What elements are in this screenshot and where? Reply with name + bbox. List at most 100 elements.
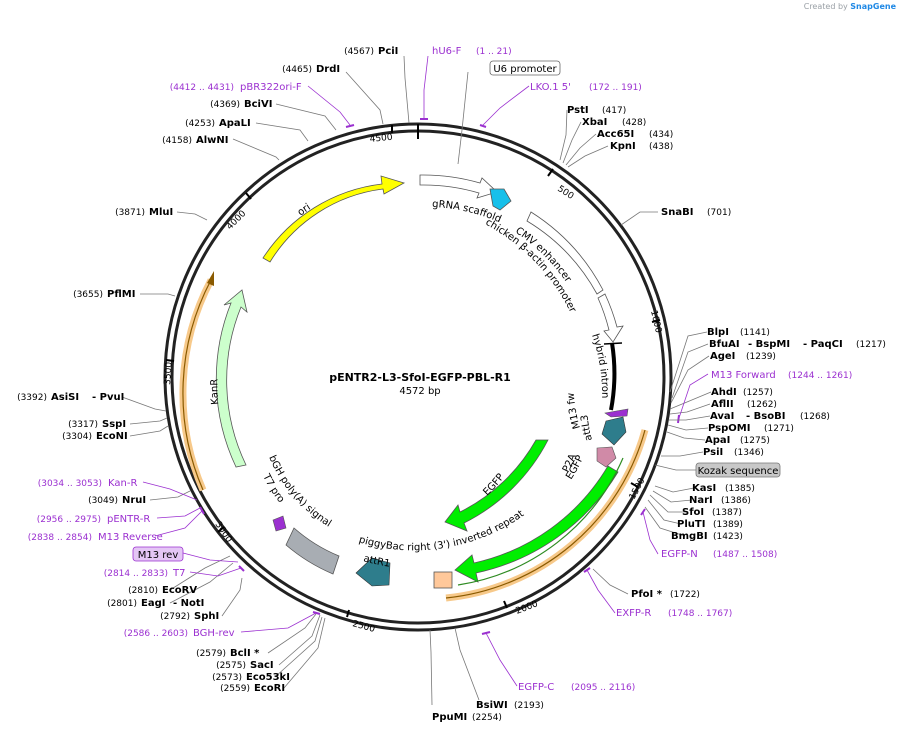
leader-lines xyxy=(121,55,712,706)
tick-2500 xyxy=(346,609,350,618)
leader-asisi xyxy=(121,396,167,412)
leader-m13f xyxy=(678,373,709,419)
tick-3500 xyxy=(165,359,175,362)
site-acc65i-pos: (434) xyxy=(649,130,673,140)
site-asisi-name: AsiSI xyxy=(51,392,79,403)
site-pflmi-pos: (3655) xyxy=(73,290,103,300)
cba-promoter-arrow xyxy=(597,293,624,343)
primer-egfpn-range: (1487 .. 1508) xyxy=(713,550,777,560)
site-nrui-name: NruI xyxy=(122,495,146,506)
tick-label-4500: 4500 xyxy=(369,133,393,145)
primer-lko-range: (172 .. 191) xyxy=(589,83,642,93)
site-drdi-pos: (4465) xyxy=(282,65,312,75)
site-kpni-name: KpnI xyxy=(610,141,636,152)
site-psii-name: PsiI xyxy=(703,447,723,458)
primer-mark-bgh xyxy=(312,611,321,615)
primer-pentrr-name: pENTR-R xyxy=(107,514,150,525)
site-aflii-name: AflII xyxy=(711,399,734,410)
site-bsobi-name: - BsoBI xyxy=(746,411,785,422)
primer-hu6f-name: hU6-F xyxy=(432,46,462,57)
tick-500 xyxy=(547,168,554,177)
site-saci-pos: (2575) xyxy=(216,661,246,671)
site-pflmi-name: PflMI xyxy=(107,289,135,300)
hybrid-intron-bar xyxy=(609,342,617,411)
tick-1000 xyxy=(651,319,661,323)
leader-pentrr xyxy=(156,507,201,519)
leader-kasi xyxy=(654,485,695,493)
tick-label-4000: 4000 xyxy=(225,209,248,232)
leader-kozak xyxy=(654,464,701,471)
primer-mark-t7 xyxy=(238,565,245,572)
site-alwni-name: AlwNI xyxy=(196,135,229,146)
site-ppumi-pos: (2254) xyxy=(472,713,502,723)
leader-alwni xyxy=(232,138,280,161)
ori-arrow xyxy=(262,175,406,263)
primer-t7-name: T7 xyxy=(172,568,185,579)
site-aflii-pos: (1262) xyxy=(747,400,777,410)
site-ecori-pos: (2559) xyxy=(220,684,250,694)
kozak-box xyxy=(695,462,781,478)
site-kpni-pos: (438) xyxy=(649,142,673,152)
primer-hu6f-range: (1 .. 21) xyxy=(476,47,512,57)
plasmid-length: 4572 bp xyxy=(399,386,440,397)
site-ecorv-name: EcoRV xyxy=(162,585,197,596)
site-eco53ki-pos: (2573) xyxy=(212,673,242,683)
leader-pflmi xyxy=(140,293,176,297)
leader-ppumi xyxy=(429,629,433,706)
primer-m13rev-range: (2838 .. 2854) xyxy=(28,533,92,543)
leader-lko xyxy=(482,85,530,126)
site-apali-name: ApaLI xyxy=(219,118,251,129)
primer-labels: hU6-F (1 .. 21) LKO.1 5' (172 .. 191) (4… xyxy=(28,46,853,693)
site-bcli-pos: (2579) xyxy=(196,649,226,659)
primer-kanr-name: Kan-R xyxy=(108,478,137,489)
primer-lko-name: LKO.1 5' xyxy=(530,82,571,93)
primer-pentrr-range: (2956 .. 2975) xyxy=(37,515,101,525)
site-pluti-name: PluTI xyxy=(677,519,705,530)
m13fwd-marker xyxy=(604,408,629,418)
leader-saci xyxy=(278,614,321,666)
leader-exfpr xyxy=(586,569,616,614)
site-pspomi-name: PspOMI xyxy=(708,423,750,434)
site-psti-name: PstI xyxy=(567,105,589,116)
primer-m13rev-name: M13 Reverse xyxy=(98,532,163,543)
attl3-label: attL3 xyxy=(579,414,594,442)
leader-sspi xyxy=(129,417,168,425)
attr1-arrow xyxy=(355,557,391,587)
site-snabi-name: SnaBI xyxy=(661,207,693,218)
leader-u6 xyxy=(457,71,469,165)
site-pfoi-name: PfoI * xyxy=(631,589,663,600)
pb-ir-label: piggyBac right (3') inverted repeat xyxy=(358,508,527,553)
leader-sphi xyxy=(221,577,243,617)
primer-mark-ori xyxy=(345,124,355,128)
site-bcivi-pos: (4369) xyxy=(210,100,240,110)
tick-label-1000: 1000 xyxy=(648,309,663,334)
site-mlui-name: MluI xyxy=(149,207,173,218)
leader-eagi xyxy=(169,562,234,604)
site-sfoi-pos: (1387) xyxy=(712,508,742,518)
leader-psii xyxy=(661,451,704,457)
site-sphi-pos: (2792) xyxy=(160,612,190,622)
egfp-green-line xyxy=(457,457,624,586)
site-pspomi-pos: (1271) xyxy=(764,424,794,434)
site-psti-pos: (417) xyxy=(602,106,626,116)
leader-sfoi xyxy=(649,494,686,513)
kanr-highlight-line xyxy=(182,279,212,491)
site-bsiwi-name: BsiWI xyxy=(476,700,508,711)
site-paqci-name: - PaqCI xyxy=(803,339,843,350)
tick-1500 xyxy=(630,482,639,488)
tick-2000 xyxy=(503,600,508,609)
grna-scaffold-marker xyxy=(489,188,512,211)
leader-snabi xyxy=(620,211,658,226)
leader-m13rev xyxy=(182,552,239,563)
site-drdi-name: DrdI xyxy=(316,64,340,75)
site-ahdi-pos: (1257) xyxy=(743,388,773,398)
m13rev-box xyxy=(132,546,184,562)
primer-m13f-range: (1244 .. 1261) xyxy=(788,371,852,381)
site-nari-pos: (1386) xyxy=(721,496,751,506)
site-bcivi-name: BciVI xyxy=(244,99,272,110)
egfp-outer-arrow xyxy=(454,465,619,583)
primer-egfpn-name: EGFP-N xyxy=(661,549,698,560)
cmv-enhancer-label: CMV enhancer xyxy=(513,225,573,285)
site-snabi-pos: (701) xyxy=(707,208,731,218)
